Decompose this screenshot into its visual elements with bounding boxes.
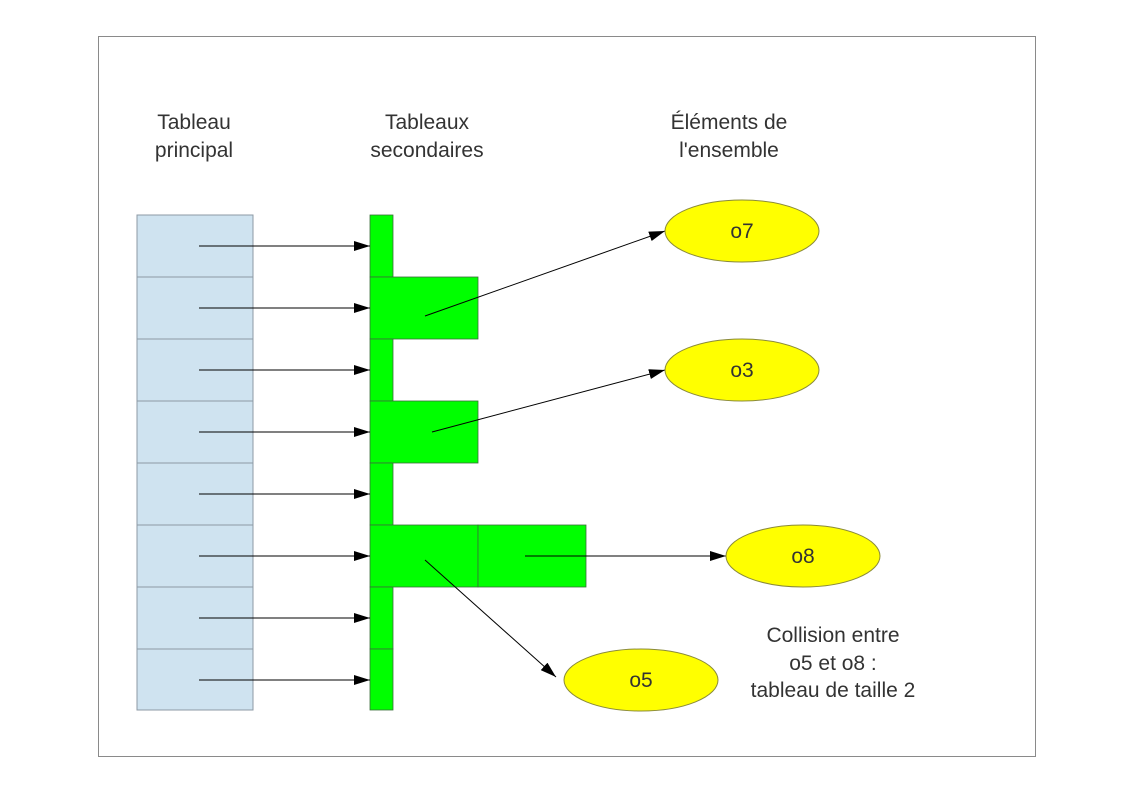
secondary-slot-empty bbox=[369, 338, 394, 402]
elements-header-line1: Éléments de bbox=[671, 111, 788, 134]
collision-note-line3: tableau de taille 2 bbox=[751, 679, 916, 702]
set-elements: o7 o3 o8 o5 bbox=[563, 199, 881, 712]
secondary-to-element-arrows bbox=[424, 230, 726, 678]
element-o3-label: o3 bbox=[730, 359, 753, 382]
element-o3 bbox=[664, 338, 820, 402]
main-to-secondary-arrows bbox=[199, 241, 370, 685]
element-o5-label: o5 bbox=[629, 669, 652, 692]
element-o7 bbox=[664, 199, 820, 263]
main-table bbox=[136, 214, 254, 711]
main-table-header-line2: principal bbox=[155, 139, 233, 162]
secondary-slot-empty bbox=[369, 648, 394, 711]
collision-note-line2: o5 et o8 : bbox=[789, 652, 877, 675]
secondary-table-size-1 bbox=[369, 400, 479, 464]
secondary-slot-empty bbox=[369, 462, 394, 526]
secondary-tables-header-line1: Tableaux bbox=[385, 111, 470, 134]
element-o8-label: o8 bbox=[791, 545, 814, 568]
elements-header-line2: l'ensemble bbox=[679, 139, 779, 162]
secondary-tables-header-line2: secondaires bbox=[370, 139, 483, 162]
main-table-header-line1: Tableau bbox=[157, 111, 231, 134]
secondary-table-size-1 bbox=[369, 276, 479, 340]
element-o5 bbox=[563, 648, 719, 712]
pointer-arrow-o5 bbox=[424, 559, 557, 678]
pointer-arrow-o3 bbox=[431, 369, 666, 433]
secondary-tables bbox=[369, 214, 587, 711]
secondary-slot-empty bbox=[369, 214, 394, 278]
pointer-arrow-o7 bbox=[424, 230, 666, 317]
element-o7-label: o7 bbox=[730, 220, 753, 243]
diagram-frame bbox=[98, 36, 1036, 757]
secondary-table-size-2-cell-1 bbox=[369, 524, 479, 588]
element-o8 bbox=[725, 524, 881, 588]
collision-note-line1: Collision entre bbox=[766, 624, 899, 647]
secondary-slot-empty bbox=[369, 586, 394, 650]
